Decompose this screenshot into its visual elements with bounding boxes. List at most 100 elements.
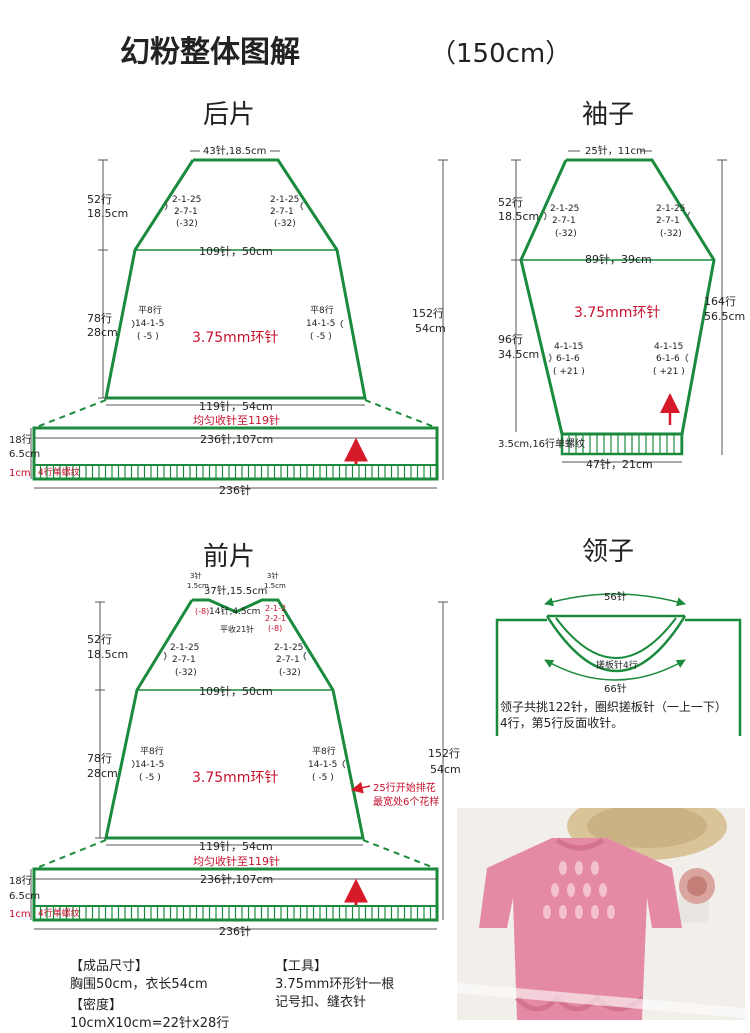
diagram-size: （150cm）: [430, 39, 571, 69]
sweater-photo: [457, 808, 745, 1020]
density-heading: 【密度】: [70, 998, 123, 1013]
sleeve-bottom-width: 47针，21cm: [586, 457, 653, 471]
back-raglan-dec-right-2: 2-7-1: [270, 207, 294, 217]
front-neck-side-left-2: 1.5cm: [187, 582, 209, 590]
front-side-dec-right-3: ( -5 ): [312, 773, 334, 783]
back-band-cm: 6.5cm: [9, 449, 40, 460]
sleeve-total-rows: 164行: [704, 295, 736, 308]
front-raglan-dec-right-1: 2-1-25: [274, 643, 303, 653]
finished-size-text: 胸围50cm，衣长54cm: [70, 977, 208, 992]
collar-desc-2: 4行，第5行反面收针。: [500, 715, 623, 730]
back-raglan-dec-left-1: 2-1-25: [172, 195, 201, 205]
collar-body-left: [495, 618, 547, 736]
back-hem-width: 119针，54cm: [199, 399, 273, 413]
front-neck-width: 14针,4.5cm: [209, 605, 260, 617]
sleeve-inc-left-2: 6-1-6: [556, 354, 580, 364]
front-raglan-dec-right-3: (-32): [279, 668, 301, 678]
back-heading: 后片: [203, 100, 255, 130]
front-raglan-dec-left-3: (-32): [175, 668, 197, 678]
pink-sweater: [479, 838, 682, 1020]
sleeve-cap-dec-right-3: (-32): [660, 229, 682, 239]
collar-inner-note: 搓板针4行: [596, 659, 638, 671]
front-rib-note: 4行单螺纹: [38, 907, 80, 919]
front-total-rows: 152行: [428, 747, 460, 760]
collar-inner: [555, 617, 677, 659]
front-chest-width: 109针，50cm: [199, 684, 273, 698]
front-body-cm: 28cm: [87, 767, 118, 780]
sleeve-cap-cm: 18.5cm: [498, 210, 539, 223]
back-raglan-dec-right-3: (-32): [274, 219, 296, 229]
front-band-width: 236针,107cm: [200, 872, 273, 886]
collar-bottom-count: 66针: [604, 682, 627, 695]
front-bottom-count: 236针: [219, 924, 251, 938]
front-raglan-dec-left-2: 2-7-1: [172, 655, 196, 665]
back-total-cm: 54cm: [415, 322, 446, 335]
sleeve-cap-rows: 52行: [498, 196, 523, 209]
front-body-rows: 78行: [87, 752, 112, 765]
back-outline: [104, 158, 367, 400]
front-side-dec-left-1: 平8行: [140, 745, 164, 757]
back-top-width: 43针,18.5cm: [203, 144, 266, 157]
sleeve-cuff: [560, 432, 684, 456]
front-neck-dec-right-2: 2-2-1: [265, 614, 286, 623]
sleeve-needle: 3.75mm环针: [574, 305, 660, 321]
front-side-dec-left-2: 14-1-5: [135, 760, 164, 770]
front-pattern-note-1: 25行开始排花: [373, 781, 436, 794]
front-heading: 前片: [203, 542, 255, 572]
diagram-title: 幻粉整体图解: [120, 35, 300, 70]
back-side-dec-left-2: 14-1-5: [135, 319, 164, 329]
front-piece: 前片 3针 1.5cm 3针 1.5cm 37针,15.5cm 14针,4.5c…: [9, 542, 461, 938]
front-raglan-rows: 52行: [87, 633, 112, 646]
front-neck-dec-left: (-8): [195, 607, 209, 616]
front-neck-side-right-2: 1.5cm: [264, 582, 286, 590]
sleeve-cap-dec-right-2: 2-7-1: [656, 216, 680, 226]
back-raglan-cm: 18.5cm: [87, 207, 128, 220]
sleeve-piece: 袖子 25针，11cm 52行 18.5cm 2-1-25 2-7-1 (-32…: [498, 100, 745, 471]
density-text: 10cmX10cm=22针x28行: [70, 1016, 230, 1031]
sleeve-cap-dec-left-2: 2-7-1: [552, 216, 576, 226]
front-side-dec-right-1: 平8行: [312, 745, 336, 757]
back-raglan-dec-left-3: (-32): [176, 219, 198, 229]
finished-size-heading: 【成品尺寸】: [70, 959, 149, 974]
back-band-width: 236针,107cm: [200, 432, 273, 446]
finished-size-note: 【成品尺寸】 胸围50cm，衣长54cm: [70, 958, 208, 994]
collar-piece: 领子 56针 搓板针4行 66针 领子共挑122针，圈织搓板针（一上一下） 4行…: [495, 537, 742, 736]
back-needle: 3.75mm环针: [192, 330, 278, 346]
front-hem-width: 119针，54cm: [199, 839, 273, 853]
sleeve-top-width: 25针，11cm: [585, 144, 646, 157]
back-rib-cm: 1cm: [9, 468, 31, 479]
front-neck-dec-right-1: 2-1-2: [265, 604, 286, 613]
front-hem-note: 均匀收针至119针: [193, 854, 280, 868]
sleeve-cuff-note: 3.5cm,16行单螺纹: [498, 437, 585, 450]
sleeve-inc-left-1: 4-1-15: [554, 342, 583, 352]
back-band-rows: 18行: [9, 433, 32, 446]
front-raglan-dec-right-2: 2-7-1: [276, 655, 300, 665]
back-raglan-dec-right-1: 2-1-25: [270, 195, 299, 205]
front-outline: [104, 598, 365, 840]
sleeve-cap-dec-right-1: 2-1-25: [656, 204, 685, 214]
sleeve-inc-right-2: 6-1-6: [656, 354, 680, 364]
front-neck-side-right-1: 3针: [267, 571, 278, 580]
back-body-rows: 78行: [87, 312, 112, 325]
density-note: 【密度】 10cmX10cm=22针x28行: [70, 997, 229, 1033]
front-pattern-note-2: 最宽处6个花样: [373, 795, 439, 808]
front-raglan-dec-left-1: 2-1-25: [170, 643, 199, 653]
front-needle: 3.75mm环针: [192, 770, 278, 786]
sleeve-inc-left-3: ( +21 ): [553, 367, 585, 377]
back-bottom-count: 236针: [219, 483, 251, 497]
back-total-rows: 152行: [412, 307, 444, 320]
sleeve-outline: [519, 158, 716, 436]
collar-desc-1: 领子共挑122针，圈织搓板针（一上一下）: [500, 699, 727, 714]
back-side-dec-right-1: 平8行: [310, 304, 334, 316]
tools-text-1: 3.75mm环形针一根: [275, 977, 395, 992]
front-side-dec-left-3: ( -5 ): [139, 773, 161, 783]
sleeve-cap-dec-left-3: (-32): [555, 229, 577, 239]
front-raglan-cm: 18.5cm: [87, 648, 128, 661]
collar-body-right: [685, 618, 742, 736]
lace-pattern: [543, 861, 615, 919]
tools-note: 【工具】 3.75mm环形针一根 记号扣、缝衣针: [275, 958, 394, 1012]
tools-heading: 【工具】: [275, 959, 328, 974]
front-neck-dec-right-3: (-8): [268, 624, 282, 633]
back-side-dec-left-3: ( -5 ): [137, 332, 159, 342]
